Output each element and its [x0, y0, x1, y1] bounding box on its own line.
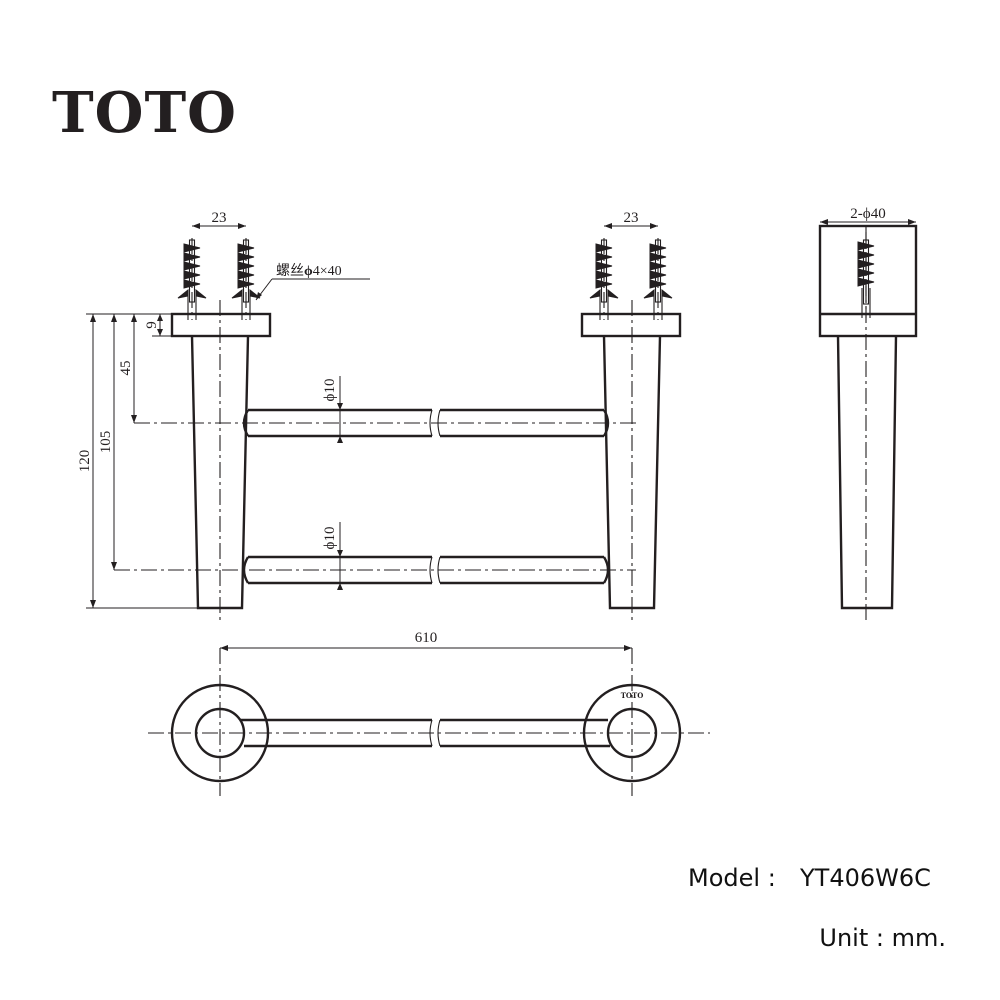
dim-base-diameter: 2-ϕ40 [820, 206, 916, 225]
side-view [818, 224, 918, 622]
model-label: Model : [688, 864, 776, 892]
svg-text:105: 105 [98, 431, 114, 454]
dim-overall-length: 610 [220, 630, 632, 651]
front-view [114, 237, 682, 622]
model-value: YT406W6C [799, 864, 931, 892]
svg-text:45: 45 [118, 361, 134, 376]
unit-label: Unit : mm. [819, 924, 946, 952]
svg-text:23: 23 [624, 210, 639, 226]
svg-text:120: 120 [77, 450, 93, 473]
dim-overall-height: 120 [77, 313, 198, 609]
svg-text:2-ϕ40: 2-ϕ40 [850, 206, 885, 222]
dim-base-thickness: 9 [144, 313, 172, 337]
svg-text:螺丝ϕ4×40: 螺丝ϕ4×40 [276, 263, 342, 279]
base-plate-right [580, 312, 682, 338]
dim-screw-spec: 螺丝ϕ4×40 [255, 263, 370, 301]
svg-text:ϕ10: ϕ10 [322, 527, 338, 550]
dim-lower-rod-height: 105 [98, 313, 126, 570]
wall-anchor-left-1 [177, 237, 207, 321]
brand-logo: TOTO [52, 80, 237, 146]
svg-text:610: 610 [415, 630, 438, 646]
side-mount-block [818, 224, 918, 338]
svg-text:ϕ10: ϕ10 [322, 379, 338, 402]
side-post [836, 335, 898, 610]
dim-rod-diameter-top: ϕ10 [322, 376, 343, 443]
wall-anchor-left-2 [231, 237, 261, 321]
dim-anchor-spacing-left: 23 [192, 210, 246, 229]
svg-text:9: 9 [144, 321, 160, 329]
wall-anchor-right-1 [589, 237, 619, 321]
rod-bottom [114, 555, 636, 585]
base-plate-left [170, 312, 272, 338]
rod-top [134, 408, 636, 438]
svg-text:23: 23 [212, 210, 227, 226]
wall-anchor-right-2 [643, 237, 673, 321]
top-view: TOTO [148, 648, 710, 796]
dim-anchor-spacing-right: 23 [604, 210, 658, 229]
dim-rod-diameter-bottom: ϕ10 [322, 522, 343, 590]
dim-top-rod-height: 45 [118, 313, 152, 423]
